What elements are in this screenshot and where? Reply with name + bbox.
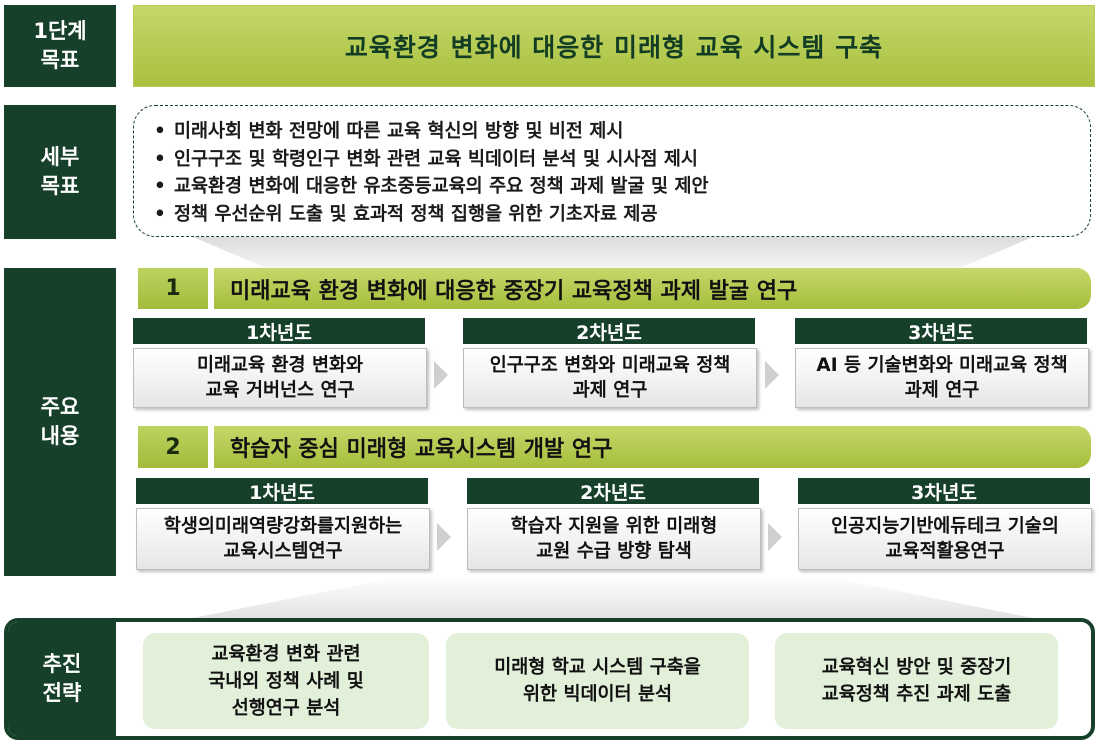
year-content: AI 등 기술변화와 미래교육 정책 과제 연구 — [795, 348, 1089, 408]
year-header: 1차년도 — [136, 478, 428, 504]
detail-item: •정책 우선순위 도출 및 효과적 정책 집행을 위한 기초자료 제공 — [154, 201, 1090, 229]
arrow-right-icon — [437, 523, 451, 551]
arrow-right-icon — [768, 523, 782, 551]
year-header: 3차년도 — [798, 478, 1090, 504]
year-header: 1차년도 — [133, 318, 425, 344]
detail-item: •인구구조 및 학령인구 변화 관련 교육 빅데이터 분석 및 시사점 제시 — [154, 146, 1090, 174]
details-label: 세부 목표 — [4, 105, 116, 239]
year-content: 학생의미래역량강화를지원하는 교육시스템연구 — [136, 508, 430, 570]
year-header: 2차년도 — [463, 318, 755, 344]
year-header: 3차년도 — [795, 318, 1087, 344]
details-box: •미래사회 변화 전망에 따른 교육 혁신의 방향 및 비전 제시 •인구구조 … — [133, 105, 1091, 237]
bullet-icon: • — [154, 203, 166, 225]
strategy-item: 교육혁신 방안 및 중장기 교육정책 추진 과제 도출 — [775, 633, 1058, 729]
year-content: 학습자 지원을 위한 미래형 교원 수급 방향 탐색 — [467, 508, 761, 570]
detail-item: •미래사회 변화 전망에 따른 교육 혁신의 방향 및 비전 제시 — [154, 118, 1090, 146]
goal-bar: 교육환경 변화에 대응한 미래형 교육 시스템 구축 — [133, 5, 1095, 87]
project-number-2: 2 — [138, 426, 208, 468]
funnel-shape — [193, 576, 1033, 618]
arrow-right-icon — [434, 361, 448, 389]
strategy-item: 미래형 학교 시스템 구축을 위한 빅데이터 분석 — [446, 633, 749, 729]
strategy-item: 교육환경 변화 관련 국내외 정책 사례 및 선행연구 분석 — [143, 633, 429, 729]
project-number-1: 1 — [138, 268, 208, 309]
bullet-icon: • — [154, 121, 166, 142]
year-content: 인공지능기반에듀테크 기술의 교육적활용연구 — [798, 508, 1092, 570]
goal-label: 1단계 목표 — [4, 5, 116, 87]
year-content: 미래교육 환경 변화와 교육 거버넌스 연구 — [133, 348, 427, 408]
goal-text: 교육환경 변화에 대응한 미래형 교육 시스템 구축 — [344, 33, 884, 62]
year-header: 2차년도 — [467, 478, 759, 504]
project-title-2: 학습자 중심 미래형 교육시스템 개발 연구 — [214, 426, 1091, 468]
year-content: 인구구조 변화와 미래교육 정책 과제 연구 — [463, 348, 757, 408]
arrow-right-icon — [765, 361, 779, 389]
strategy-label: 추진 전략 — [8, 622, 116, 736]
details-list: •미래사회 변화 전망에 따른 교육 혁신의 방향 및 비전 제시 •인구구조 … — [154, 118, 1090, 228]
detail-item: •교육환경 변화에 대응한 유초중등교육의 주요 정책 과제 발굴 및 제안 — [154, 173, 1090, 201]
funnel-shape — [193, 237, 1033, 271]
bullet-icon: • — [154, 148, 166, 170]
project-title-1: 미래교육 환경 변화에 대응한 중장기 교육정책 과제 발굴 연구 — [214, 268, 1091, 309]
bullet-icon: • — [154, 176, 166, 197]
main-label: 주요 내용 — [4, 268, 116, 576]
